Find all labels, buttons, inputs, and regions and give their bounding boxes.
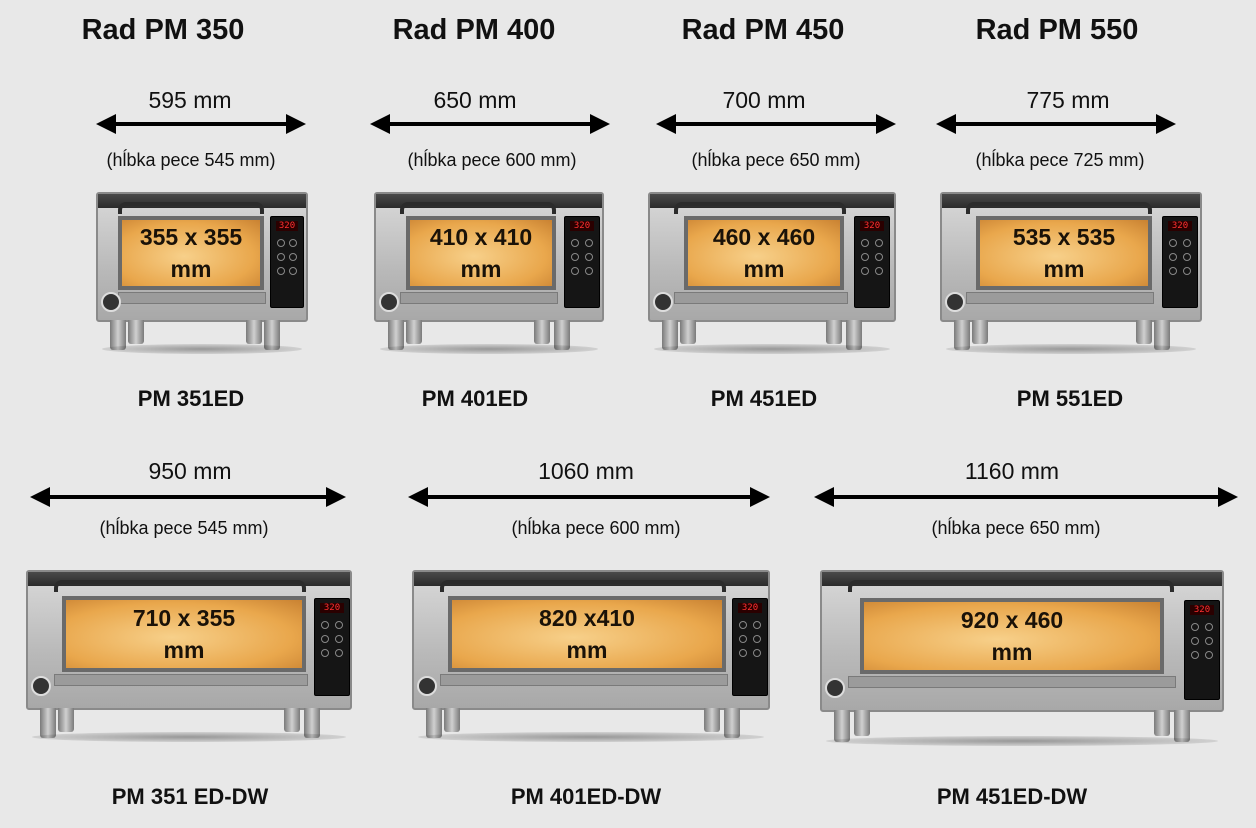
temperature-display: 320 (860, 221, 884, 231)
control-panel: 320 (854, 216, 890, 308)
temperature-display: 320 (1190, 605, 1214, 615)
double-headed-arrow-icon (656, 112, 896, 136)
oven-chamber-window: 920 x 460 mm (860, 598, 1164, 674)
badge-icon (825, 678, 845, 698)
depth-label-pm351ed-dw: (hĺbka pece 545 mm) (99, 518, 269, 538)
depth-label-pm550: (hĺbka pece 725 mm) (975, 150, 1145, 170)
model-label-pm351ed: PM 351ED (137, 386, 245, 411)
chamber-size-label: 710 x 355 (132, 605, 236, 631)
width-label-pm351ed-dw: 950 mm (148, 458, 232, 484)
model-label-pm401ed-dw: PM 401ED-DW (510, 784, 662, 809)
chamber-size-label: 535 x 535 (1012, 224, 1116, 250)
control-panel: 320 (1162, 216, 1198, 308)
chamber-size-label: 820 x410 (539, 605, 635, 631)
oven-chamber-window: 355 x 355 mm (118, 216, 264, 290)
badge-icon (379, 292, 399, 312)
model-label-pm401ed: PM 401ED (421, 386, 529, 411)
chamber-size-label: 355 x 355 (139, 224, 243, 250)
badge-icon (101, 292, 121, 312)
chamber-unit-label: mm (743, 256, 785, 282)
series-title-pm450: Rad PM 450 (681, 14, 845, 46)
double-headed-arrow-icon (370, 112, 610, 136)
temperature-display: 320 (320, 603, 344, 613)
double-headed-arrow-icon (30, 485, 346, 509)
oven-body: 355 x 355 mm 320 (96, 192, 308, 322)
oven-image-pm351ed-dw: 710 x 355 mm 320 (26, 570, 352, 742)
width-label-pm350: 595 mm (148, 87, 232, 113)
badge-icon (945, 292, 965, 312)
chamber-unit-label: mm (163, 637, 205, 663)
oven-image-pm451ed-dw: 920 x 460 mm 320 (820, 570, 1224, 746)
chamber-size-label: 920 x 460 (960, 607, 1064, 633)
badge-icon (417, 676, 437, 696)
chamber-unit-label: mm (170, 256, 212, 282)
width-label-pm450: 700 mm (722, 87, 806, 113)
oven-handle (118, 202, 264, 214)
series-title-pm350: Rad PM 350 (81, 14, 245, 46)
oven-image-pm401ed-dw: 820 x410 mm 320 (412, 570, 770, 742)
chamber-unit-label: mm (460, 256, 502, 282)
chamber-size-label: 460 x 460 (712, 224, 816, 250)
width-label-pm401ed-dw: 1060 mm (538, 458, 634, 484)
temperature-display: 320 (570, 221, 594, 231)
width-label-pm451ed-dw: 1160 mm (964, 458, 1060, 484)
temperature-display: 320 (276, 221, 298, 231)
depth-label-pm400: (hĺbka pece 600 mm) (407, 150, 577, 170)
oven-image-pm551ed: 535 x 535 mm 320 (940, 192, 1202, 354)
double-headed-arrow-icon (936, 112, 1176, 136)
double-headed-arrow-icon (96, 112, 306, 136)
model-label-pm351ed-dw: PM 351 ED-DW (111, 784, 269, 809)
series-title-pm550: Rad PM 550 (975, 14, 1139, 46)
chamber-unit-label: mm (566, 637, 608, 663)
temperature-display: 320 (1168, 221, 1192, 231)
depth-label-pm451ed-dw: (hĺbka pece 650 mm) (931, 518, 1101, 538)
oven-chamber-window: 710 x 355 mm (62, 596, 306, 672)
control-panel: 320 (732, 598, 768, 696)
oven-image-pm351ed: 355 x 355 mm 320 (96, 192, 308, 354)
model-label-pm551ed: PM 551ED (1016, 386, 1124, 411)
control-panel: 320 (564, 216, 600, 308)
oven-chamber-window: 460 x 460 mm (684, 216, 844, 290)
badge-icon (31, 676, 51, 696)
model-label-pm451ed-dw: PM 451ED-DW (936, 784, 1088, 809)
depth-label-pm401ed-dw: (hĺbka pece 600 mm) (511, 518, 681, 538)
control-panel: 320 (270, 216, 304, 308)
double-headed-arrow-icon (814, 485, 1238, 509)
double-headed-arrow-icon (408, 485, 770, 509)
oven-chamber-window: 820 x410 mm (448, 596, 726, 672)
oven-chamber-window: 535 x 535 mm (976, 216, 1152, 290)
width-label-pm550: 775 mm (1026, 87, 1110, 113)
control-panel: 320 (314, 598, 350, 696)
chamber-size-label: 410 x 410 (429, 224, 533, 250)
series-title-pm400: Rad PM 400 (392, 14, 556, 46)
chamber-unit-label: mm (1043, 256, 1085, 282)
badge-icon (653, 292, 673, 312)
width-label-pm400: 650 mm (433, 87, 517, 113)
oven-image-pm401ed: 410 x 410 mm 320 (374, 192, 604, 354)
oven-image-pm451ed: 460 x 460 mm 320 (648, 192, 896, 354)
model-label-pm451ed: PM 451ED (710, 386, 818, 411)
chamber-unit-label: mm (991, 639, 1033, 665)
depth-label-pm450: (hĺbka pece 650 mm) (691, 150, 861, 170)
oven-chamber-window: 410 x 410 mm (406, 216, 556, 290)
depth-label-pm350: (hĺbka pece 545 mm) (106, 150, 276, 170)
control-panel: 320 (1184, 600, 1220, 700)
temperature-display: 320 (738, 603, 762, 613)
